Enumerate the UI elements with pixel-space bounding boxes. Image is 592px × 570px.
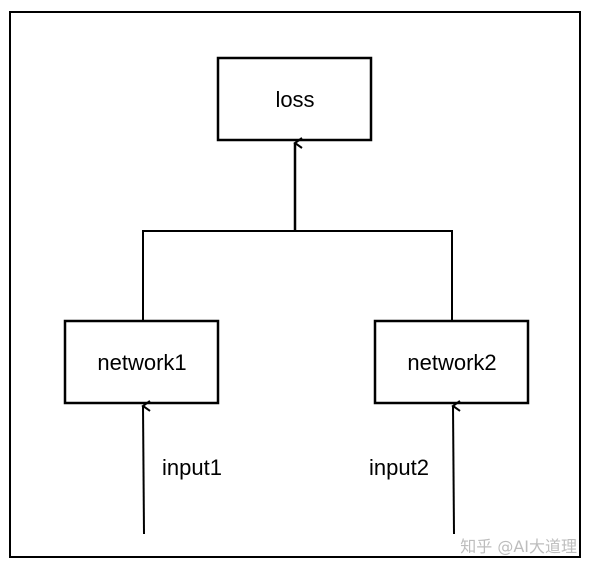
watermark-text: 知乎 @AI大道理 xyxy=(460,537,577,556)
network2-node: network2 xyxy=(373,319,530,405)
network1-node: network1 xyxy=(63,319,220,405)
merge-connector xyxy=(142,137,453,321)
loss-label: loss xyxy=(275,87,314,112)
input2-arrow xyxy=(451,400,461,535)
network2-label: network2 xyxy=(407,350,496,375)
input2-label: input2 xyxy=(369,455,429,480)
network1-label: network1 xyxy=(97,350,186,375)
input1-arrow xyxy=(141,400,151,535)
input1-label: input1 xyxy=(162,455,222,480)
loss-node: loss xyxy=(216,56,373,142)
diagram-frame xyxy=(9,11,581,558)
